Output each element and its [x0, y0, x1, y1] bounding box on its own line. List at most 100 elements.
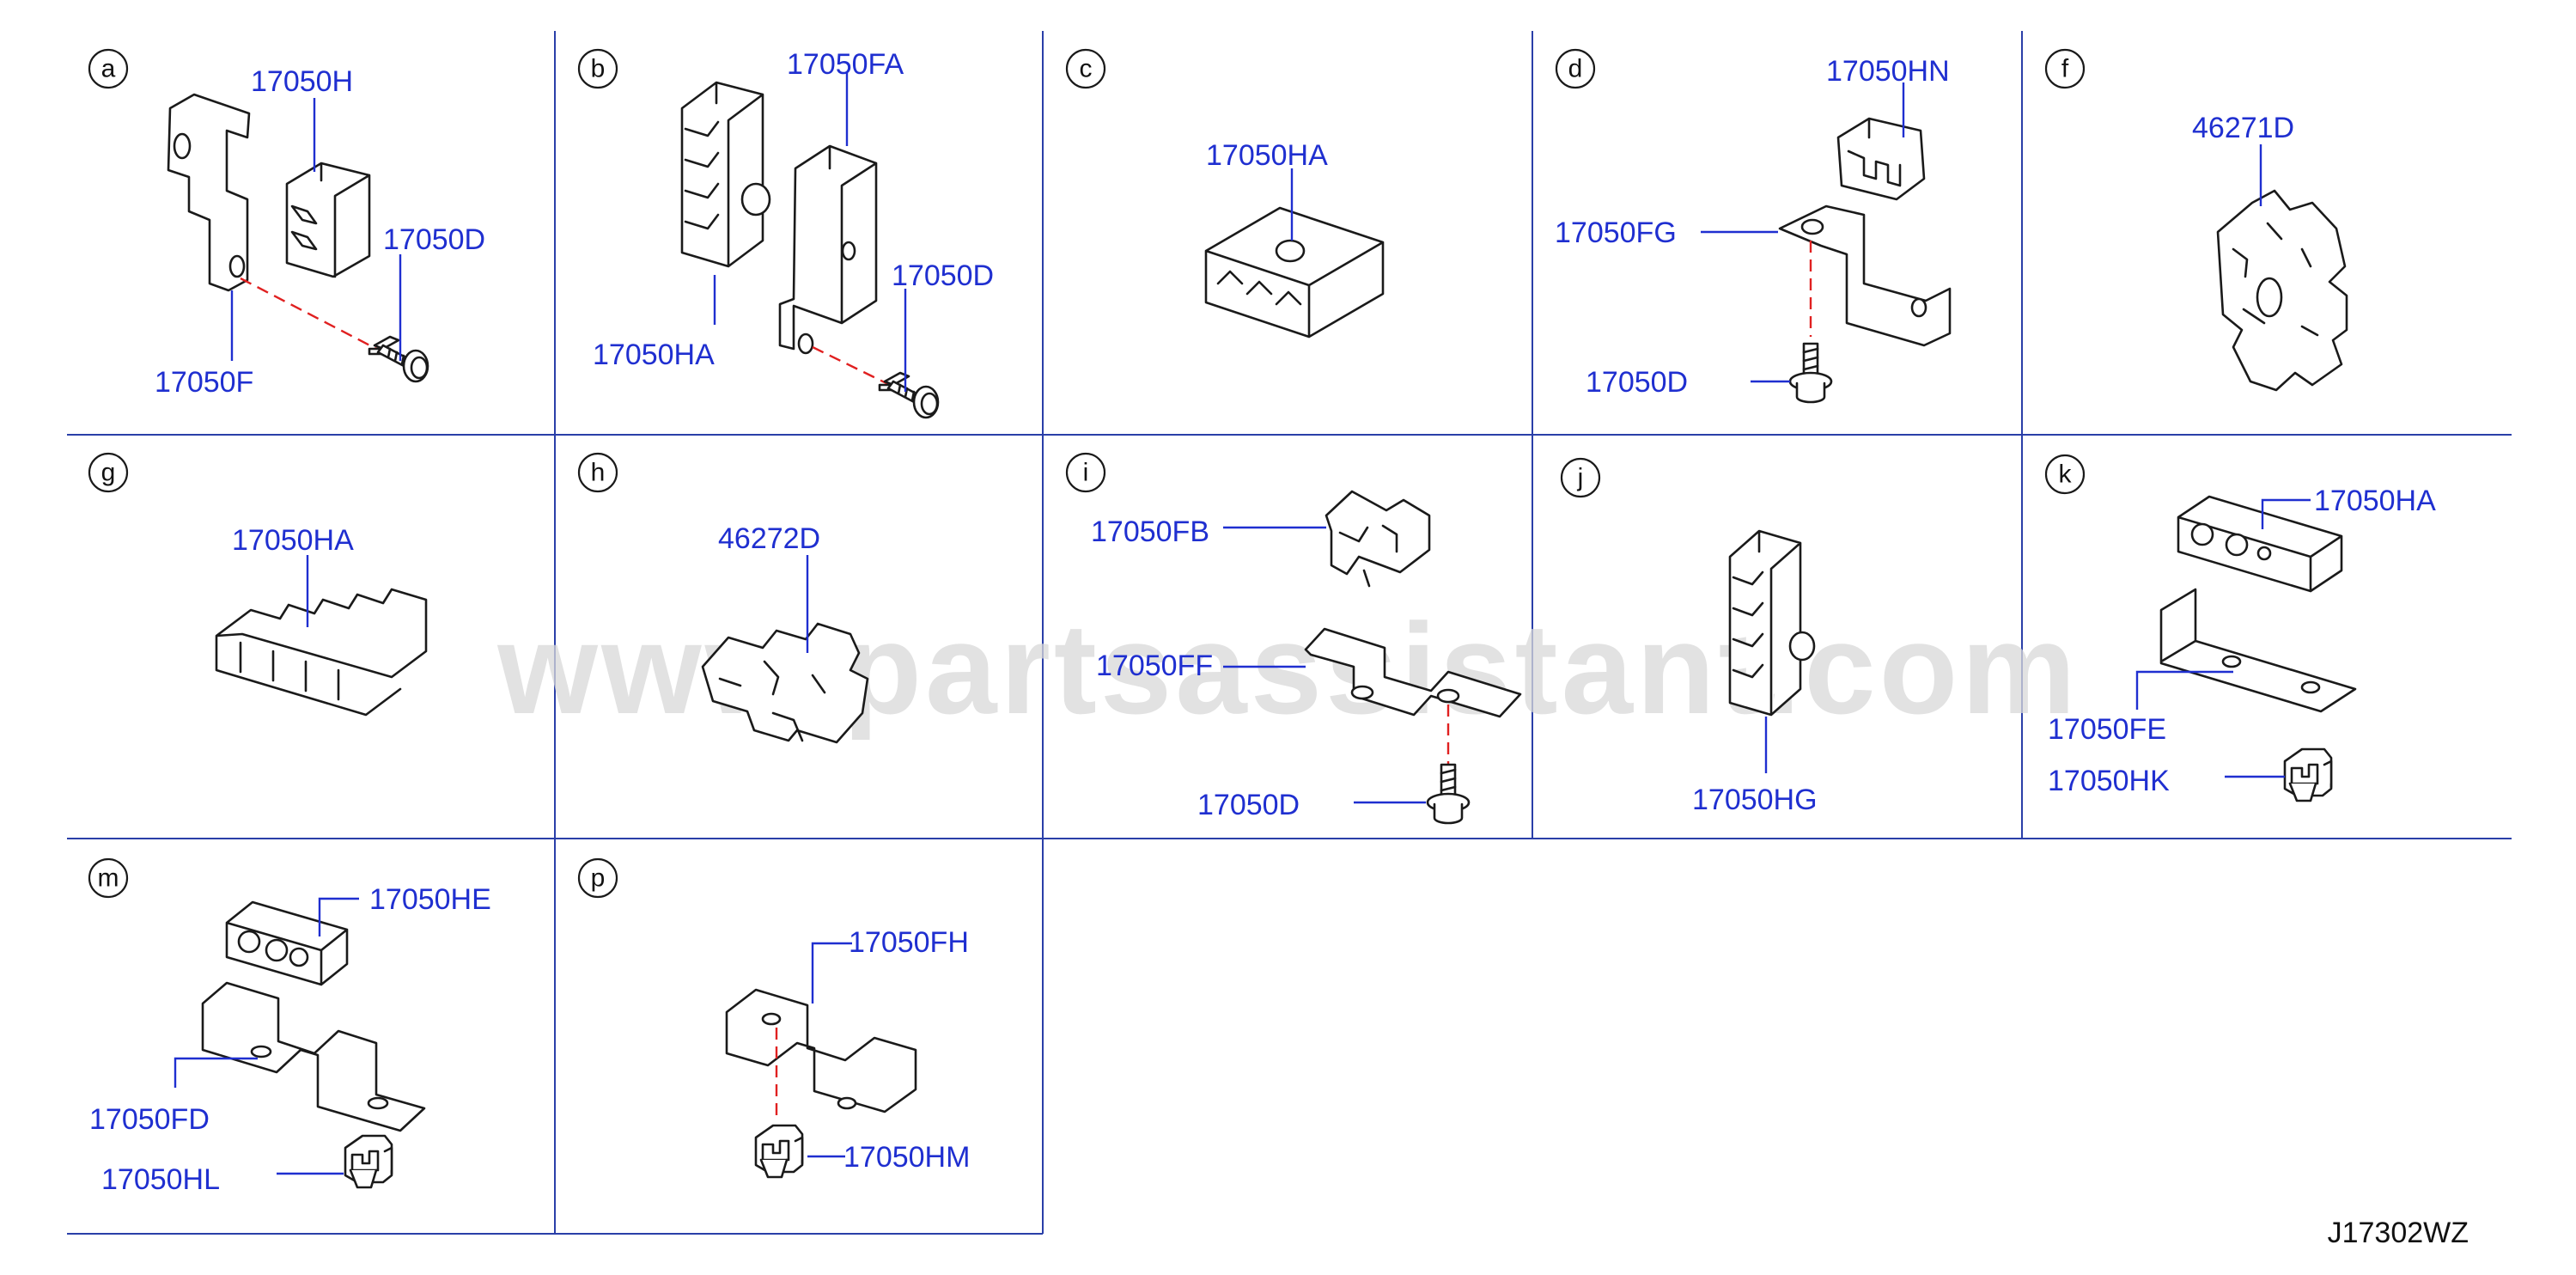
clamp-hole	[2256, 546, 2272, 561]
clamp-hole	[265, 938, 289, 962]
bracket-hole	[367, 1096, 389, 1110]
bolt-drawing	[368, 335, 429, 383]
cell-letter-badge	[577, 452, 618, 493]
bracket-hole	[1350, 685, 1374, 700]
clamp-drawing	[215, 588, 428, 717]
clamp-drawing	[225, 900, 349, 986]
part-label: 17050D	[1586, 366, 1688, 399]
cell-c: c 17050HA	[1065, 48, 1385, 339]
bracket-hole	[837, 1096, 857, 1110]
clip-drawing	[2283, 747, 2333, 802]
cell-d: d 17050HN 17050FG 17050D	[1555, 48, 1952, 404]
part-label: 17050HM	[843, 1141, 970, 1174]
part-label: 17050HN	[1826, 55, 1950, 88]
clamp-drawing	[2216, 189, 2348, 392]
diagram-reference-code: J17302WZ	[2328, 1217, 2469, 1249]
cell-letter: d	[1568, 55, 1583, 83]
part-label: 17050HL	[101, 1163, 220, 1196]
cell-g: g 17050HA	[88, 452, 428, 717]
cell-letter-badge	[2044, 48, 2086, 89]
cell-letter: j	[1577, 464, 1584, 492]
bracket-drawing	[2159, 588, 2357, 713]
clamp-pin	[1788, 631, 1816, 662]
cell-letter: k	[2059, 461, 2073, 489]
cell-p: p 17050FH 17050HM	[577, 857, 970, 1179]
clamp-pin	[1275, 239, 1306, 263]
cell-letter: f	[2061, 55, 2069, 83]
leader-line	[318, 897, 359, 936]
part-label: 17050D	[1197, 789, 1300, 821]
part-label: 17050FE	[2048, 713, 2166, 746]
cell-letter-badge	[1065, 48, 1106, 89]
part-label: 17050HE	[369, 883, 491, 916]
part-label: 17050FG	[1555, 217, 1677, 249]
cell-letter-badge	[88, 452, 129, 493]
bracket-hole	[841, 241, 856, 261]
cell-letter: m	[98, 864, 119, 893]
part-label: 17050HK	[2048, 765, 2170, 797]
part-label: 17050HA	[2314, 485, 2436, 517]
part-label: 17050FA	[787, 48, 904, 81]
cell-a: a 17050H 17050D 17050F	[88, 48, 485, 399]
bracket-hole	[797, 332, 814, 355]
cell-letter-badge	[1065, 452, 1106, 493]
leader-line	[2135, 670, 2233, 710]
bracket-hole	[2300, 680, 2321, 694]
bracket-drawing	[1778, 204, 1952, 347]
part-label: 17050H	[251, 65, 353, 98]
cell-f: f 46271D	[2044, 48, 2348, 392]
clamp-hole	[2256, 277, 2283, 318]
part-label: 17050FB	[1091, 515, 1209, 548]
part-label: 17050FH	[849, 926, 969, 959]
clamp-drawing	[2177, 495, 2343, 593]
part-label: 17050FD	[89, 1103, 210, 1136]
clamp-hole	[2225, 533, 2249, 557]
bracket-drawing	[778, 144, 878, 351]
part-label: 17050D	[383, 223, 485, 256]
clamp-drawing	[1728, 529, 1802, 717]
dashed-assembly-line	[812, 345, 894, 388]
cell-i: i 17050FB 17050FF 17050D	[1065, 452, 1522, 825]
bracket-hole	[1800, 218, 1824, 235]
leader-line	[811, 942, 852, 1004]
cell-b: b 17050FA 17050D 17050HA	[577, 48, 994, 419]
clamp-hole	[2190, 522, 2214, 546]
bracket-hole	[1910, 297, 1927, 318]
clamp-drawing	[680, 81, 764, 268]
bolt-drawing	[1788, 342, 1833, 404]
bolt-drawing	[1426, 763, 1471, 825]
bracket-hole	[761, 1012, 782, 1026]
dashed-assembly-line	[240, 277, 384, 354]
cell-letter-badge	[2044, 454, 2086, 495]
cell-m: m 17050HE 17050FD 17050HL	[88, 857, 491, 1196]
cell-letter: b	[591, 55, 606, 83]
part-label: 17050HA	[232, 524, 354, 557]
part-label: 17050HG	[1692, 784, 1818, 816]
part-label: 17050HA	[1206, 139, 1328, 172]
cell-letter: h	[591, 459, 606, 487]
bracket-hole	[1436, 688, 1460, 704]
clip-drawing	[754, 1124, 804, 1179]
grid	[67, 31, 2512, 1235]
cell-h: h 46272D	[577, 452, 869, 744]
cell-letter: a	[101, 55, 116, 83]
part-label: 17050HA	[593, 339, 715, 371]
clip-drawing	[344, 1134, 393, 1189]
cell-letter-badge	[88, 857, 129, 899]
cell-letter-badge	[1560, 457, 1601, 498]
bracket-hole	[250, 1045, 272, 1058]
clamp-pin	[740, 182, 771, 217]
cell-letter: c	[1080, 55, 1093, 83]
clamp-hole	[289, 947, 309, 967]
bracket-drawing	[201, 981, 426, 1132]
cell-k: k 17050HA 17050FE 17050HK	[2044, 454, 2436, 802]
clamp-hole	[237, 930, 261, 954]
cell-j: j 17050HG	[1560, 457, 1818, 816]
part-label: 17050F	[155, 366, 253, 399]
part-label: 46271D	[2192, 112, 2294, 144]
bracket-drawing	[725, 988, 917, 1113]
bolt-drawing	[878, 371, 940, 419]
cell-letter-badge	[577, 48, 618, 89]
clamp-drawing	[285, 162, 371, 278]
